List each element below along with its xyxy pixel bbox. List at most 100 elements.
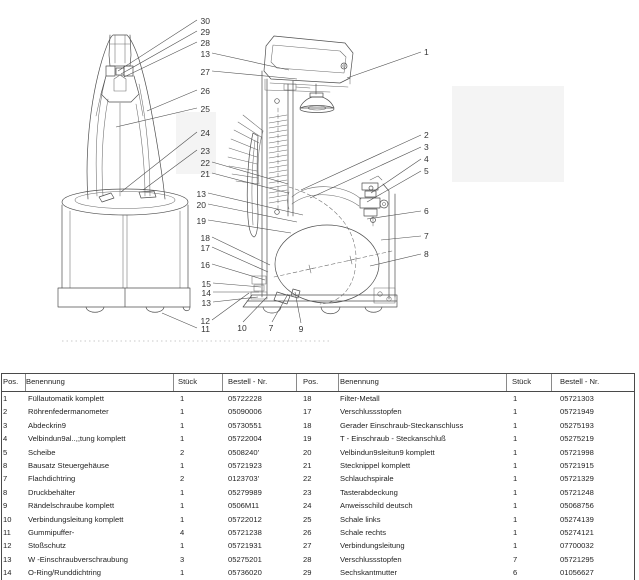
leader-line-13 (207, 192, 304, 216)
header-order-right: Bestell - Nr. (560, 377, 600, 386)
bolt (274, 209, 280, 215)
cell-name-left: Flachdichtring (28, 474, 76, 484)
cell-qty-right: 1 (513, 541, 518, 551)
cell-name-left: Abdeckrin9 (28, 420, 66, 430)
cell-name-left: W -Einschraubverschraubung (28, 554, 129, 564)
cell-name-left: Druckbehälter (28, 487, 76, 497)
cell-order-left: 05275201 (228, 554, 262, 564)
cell-pos-right: 24 (303, 501, 312, 511)
column-rails (261, 70, 294, 298)
cover-inner-line (95, 79, 106, 197)
cell-name-left: Gummipuffer- (28, 527, 75, 537)
header-name-left: Benennung (26, 377, 65, 386)
callout-28: 28 (201, 38, 211, 48)
callout-19: 19 (197, 216, 207, 226)
cell-pos-right: 18 (303, 394, 312, 403)
cell-name-right: Stecknippel komplett (340, 460, 411, 470)
cell-pos-left: 7 (3, 474, 8, 484)
valve-port (379, 199, 389, 209)
callout-26: 26 (201, 86, 211, 96)
leader-line-10 (242, 296, 268, 323)
cell-order-right: 01056627 (560, 568, 594, 578)
callout-16: 16 (201, 260, 211, 270)
cell-name-right: Verbindungsleitung (340, 541, 405, 551)
section-view-drawing (227, 35, 398, 315)
foot (85, 306, 105, 313)
cell-order-left: 05722004 (228, 434, 262, 444)
callout-9: 9 (299, 324, 304, 334)
callout-29: 29 (201, 27, 211, 37)
cell-order-right: 05275219 (560, 434, 594, 444)
cell-qty-left: 2 (180, 474, 185, 484)
leader-line-12 (211, 292, 250, 321)
funnel-nut (309, 92, 324, 98)
cell-qty-left: 1 (180, 407, 185, 417)
header-separator (222, 374, 223, 391)
cell-order-left: 05721238 (228, 527, 262, 537)
cell-pos-right: 21 (303, 460, 312, 470)
cell-qty-right: 1 (513, 447, 518, 457)
cell-name-right: Sechskantmutter (340, 568, 397, 578)
leader-line-26 (146, 89, 198, 112)
base-rim-outer (61, 188, 189, 216)
cell-qty-left: 1 (180, 434, 185, 444)
callout-13: 13 (202, 298, 212, 308)
leader-line-8 (369, 253, 422, 267)
valve-port-center (382, 202, 386, 206)
callout-1: 1 (424, 47, 429, 57)
cell-order-right: 05721998 (560, 447, 594, 457)
cell-order-left: 05736020 (228, 568, 262, 578)
latch-part (115, 67, 125, 76)
leader-line-7 (380, 235, 422, 241)
cover-inner-line (138, 83, 151, 197)
cell-pos-left: 12 (3, 541, 12, 551)
cell-order-left: 05722228 (228, 394, 262, 403)
leader-line-6 (366, 210, 422, 220)
cell-pos-right: 28 (303, 554, 312, 564)
callout-25: 25 (201, 104, 211, 114)
header-pos-left: Pos. (3, 377, 19, 386)
cell-name-left: Röhrenfedermanometer (28, 407, 109, 417)
cell-pos-right: 19 (303, 434, 312, 444)
leader-line-17 (211, 246, 269, 273)
exploded-diagram: 3029281327262524232221132019181716151413… (57, 16, 564, 342)
cell-pos-left: 8 (3, 487, 8, 497)
cell-order-right: 05274121 (560, 527, 594, 537)
parts-table: Pos. Benennung Stück Bestell - Nr. Pos. … (1, 373, 635, 580)
cell-name-left: Verbindungsleitung komplett (28, 514, 124, 524)
cell-order-right: 05721303 (560, 394, 594, 403)
pressure-vessel (274, 224, 380, 304)
bolt (274, 98, 280, 104)
cell-order-right: 05721915 (560, 460, 594, 470)
collar-detail (113, 74, 127, 92)
cell-qty-right: 1 (513, 434, 518, 444)
head-plate (264, 77, 351, 93)
cell-name-left: Füllautomatik komplett (28, 394, 104, 403)
cell-qty-left: 1 (180, 394, 185, 403)
hose-spiral (288, 186, 357, 305)
base-feet (262, 306, 383, 315)
leader-line-2 (300, 134, 422, 191)
callout-13: 13 (197, 189, 207, 199)
scan-smudge (176, 112, 216, 174)
cell-order-left: 0506M11 (228, 501, 260, 511)
cover-inner-line (101, 98, 109, 197)
leader-line-22 (211, 161, 289, 185)
fitting-stack (250, 291, 268, 300)
callout-11: 11 (201, 324, 210, 334)
funnel-mouth (299, 105, 335, 113)
leader-line-13 (212, 296, 259, 303)
header-qty-left: Stück (178, 377, 197, 386)
cell-name-left: O-Ring/Runddichtring (28, 568, 102, 578)
drain-fitting (273, 288, 301, 305)
callout-10: 10 (237, 323, 247, 333)
frame-plate (382, 183, 396, 300)
cell-name-left: Velbindun9al..,;tung komplett (28, 434, 126, 444)
fitting-stack (253, 284, 265, 292)
